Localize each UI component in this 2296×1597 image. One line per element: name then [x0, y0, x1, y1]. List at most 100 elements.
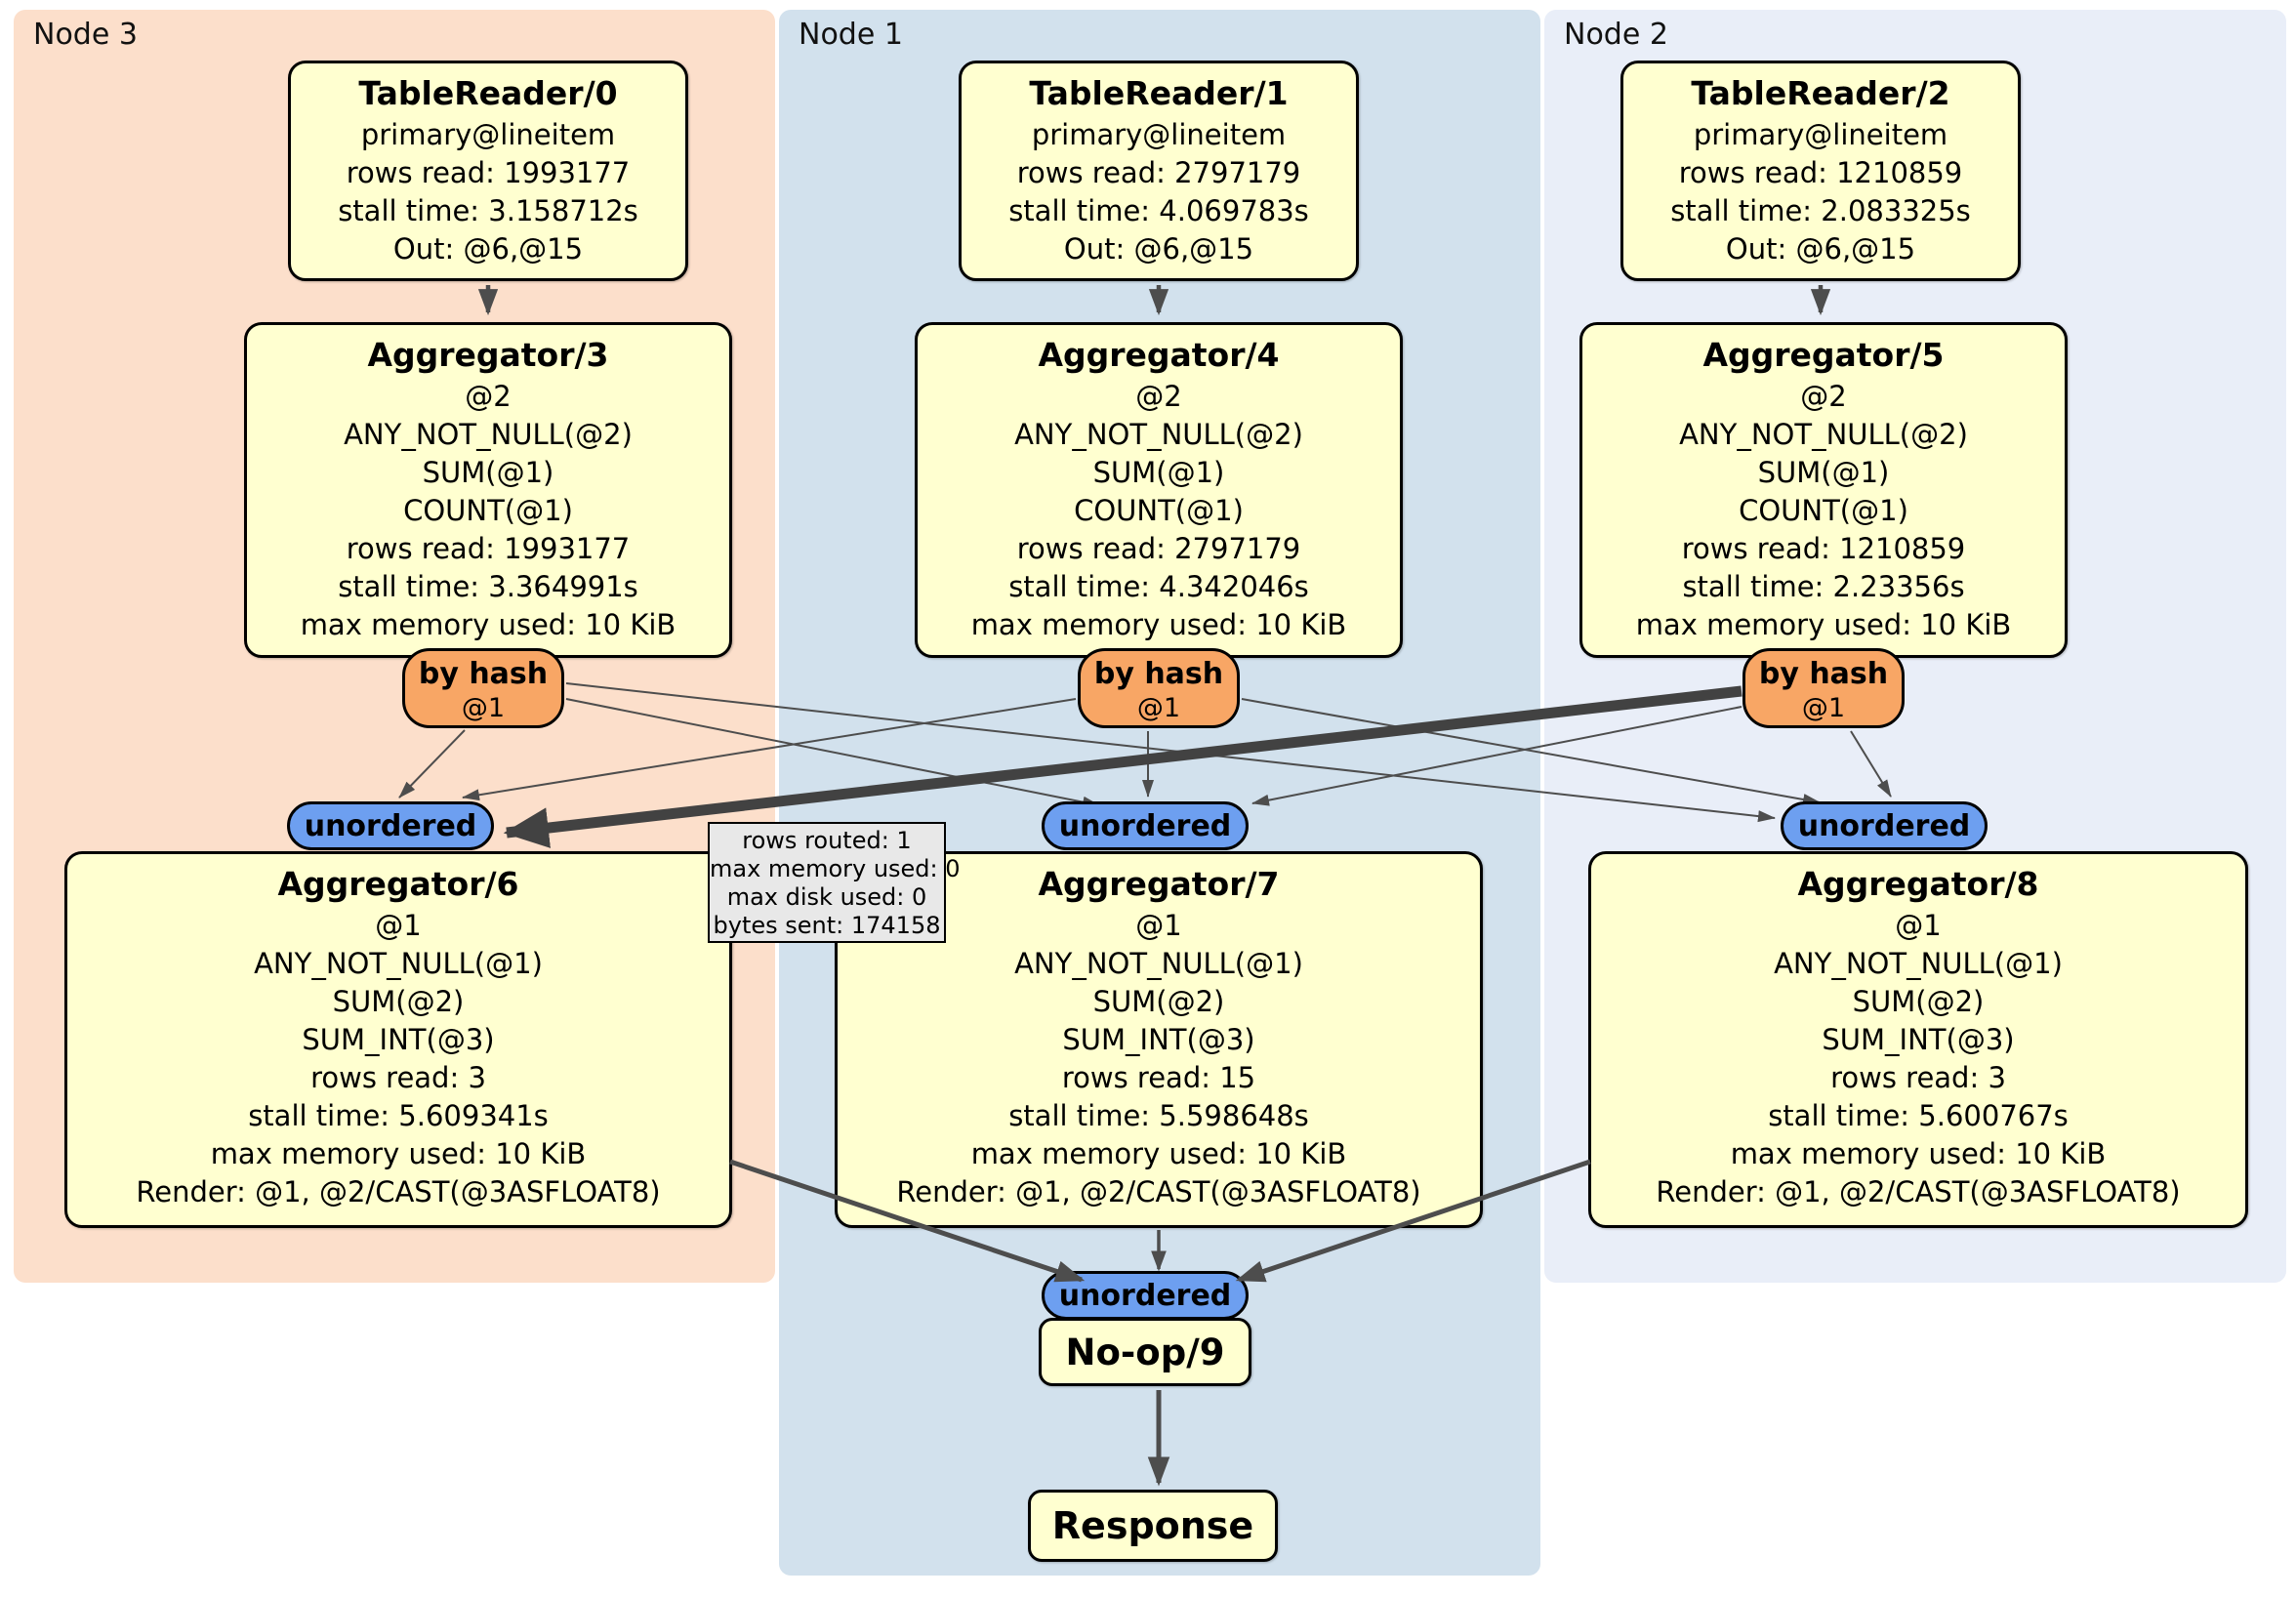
processor-line: Render: @1, @2/CAST(@3ASFLOAT8) [896, 1175, 1421, 1208]
noop9-box[interactable]: No-op/9 [1039, 1318, 1251, 1386]
processor-line: ANY_NOT_NULL(@2) [344, 418, 633, 451]
processor-title: TableReader/1 [1029, 74, 1289, 112]
tablereader1-box[interactable]: TableReader/1 primary@lineitem rows read… [959, 61, 1359, 281]
processor-line: stall time: 5.598648s [1008, 1099, 1309, 1132]
processor-line: SUM(@1) [1092, 456, 1225, 489]
edge-router2-to-sync3-thick[interactable] [503, 685, 1742, 848]
node2-label: Node 2 [1564, 18, 1668, 52]
processor-line: stall time: 2.23356s [1682, 570, 1965, 603]
processor-line: SUM_INT(@3) [1062, 1023, 1255, 1056]
processor-line: ANY_NOT_NULL(@2) [1679, 418, 1968, 451]
processor-line: Out: @6,@15 [1725, 232, 1916, 266]
edge-router3-to-sync2[interactable] [565, 682, 1776, 823]
edge-router3-to-sync1[interactable] [565, 698, 1100, 808]
processor-line: stall time: 3.158712s [338, 194, 638, 227]
tablereader0-box[interactable]: TableReader/0 primary@lineitem rows read… [288, 61, 688, 281]
processor-line: stall time: 3.364991s [338, 570, 638, 603]
processor-title: TableReader/2 [1691, 74, 1950, 112]
edge-router2-to-sync2[interactable] [1850, 730, 1892, 798]
processor-line: @2 [465, 380, 512, 413]
edge-router1-to-sync2[interactable] [1241, 698, 1821, 805]
processor-line: primary@lineitem [1693, 118, 1948, 151]
processor-line: @1 [1135, 909, 1182, 942]
processor-line: max memory used: 10 KiB [970, 1137, 1347, 1170]
processor-line: @1 [1895, 909, 1942, 942]
router-arg: @1 [1801, 693, 1846, 723]
aggregator3-box[interactable]: Aggregator/3 @2 ANY_NOT_NULL(@2) SUM(@1)… [244, 322, 732, 658]
processor-line: SUM(@2) [1852, 985, 1985, 1018]
processor-title: Aggregator/4 [1038, 336, 1280, 374]
tooltip-line: max disk used: 0 [726, 883, 927, 911]
processor-line: stall time: 4.342046s [1008, 570, 1309, 603]
processor-line: Render: @1, @2/CAST(@3ASFLOAT8) [136, 1175, 661, 1208]
tablereader2-box[interactable]: TableReader/2 primary@lineitem rows read… [1620, 61, 2021, 281]
processor-title: Aggregator/6 [277, 865, 519, 903]
processor-line: Render: @1, @2/CAST(@3ASFLOAT8) [1656, 1175, 2181, 1208]
processor-line: ANY_NOT_NULL(@1) [1774, 947, 2063, 980]
edge-router1-to-sync3[interactable] [462, 698, 1077, 801]
edge-router3-to-sync3[interactable] [398, 729, 466, 798]
router-label: by hash [418, 657, 549, 691]
router-byhash-node1[interactable]: by hash @1 [1078, 648, 1240, 728]
processor-line: COUNT(@1) [403, 494, 573, 527]
processor-line: COUNT(@1) [1739, 494, 1908, 527]
sync-unordered-final[interactable]: unordered [1042, 1271, 1249, 1320]
processor-line: max memory used: 10 KiB [1635, 608, 2012, 641]
processor-line: max memory used: 10 KiB [300, 608, 676, 641]
processor-line: SUM(@2) [1092, 985, 1225, 1018]
processor-line: rows read: 1210859 [1681, 532, 1966, 565]
aggregator8-box[interactable]: Aggregator/8 @1 ANY_NOT_NULL(@1) SUM(@2)… [1588, 851, 2248, 1228]
processor-title: Aggregator/5 [1702, 336, 1945, 374]
processor-line: Out: @6,@15 [392, 232, 584, 266]
aggregator5-box[interactable]: Aggregator/5 @2 ANY_NOT_NULL(@2) SUM(@1)… [1579, 322, 2068, 658]
processor-line: rows read: 2797179 [1016, 532, 1301, 565]
processor-line: Out: @6,@15 [1063, 232, 1254, 266]
processor-title: Aggregator/3 [367, 336, 609, 374]
aggregator6-box[interactable]: Aggregator/6 @1 ANY_NOT_NULL(@1) SUM(@2)… [64, 851, 732, 1228]
processor-title: Aggregator/7 [1038, 865, 1280, 903]
processor-line: rows read: 3 [310, 1061, 486, 1094]
tooltip-line: rows routed: 1 [742, 827, 912, 854]
node3-label: Node 3 [33, 18, 138, 52]
processor-line: @2 [1135, 380, 1182, 413]
processor-line: rows read: 1993177 [346, 532, 631, 565]
processor-line: primary@lineitem [360, 118, 616, 151]
processor-line: ANY_NOT_NULL(@1) [1014, 947, 1303, 980]
processor-line: rows read: 15 [1061, 1061, 1256, 1094]
processor-line: @2 [1800, 380, 1847, 413]
router-label: by hash [1758, 657, 1889, 691]
processor-line: SUM_INT(@3) [1822, 1023, 2015, 1056]
tooltip-line: max memory used: 0 [710, 855, 961, 882]
processor-line: SUM(@1) [422, 456, 554, 489]
processor-line: rows read: 3 [1830, 1061, 2006, 1094]
processor-line: rows read: 1993177 [346, 156, 631, 189]
processor-line: stall time: 4.069783s [1008, 194, 1309, 227]
processor-line: max memory used: 10 KiB [1730, 1137, 2107, 1170]
sync-unordered-node1[interactable]: unordered [1042, 801, 1249, 850]
processor-title: TableReader/0 [358, 74, 618, 112]
processor-line: primary@lineitem [1031, 118, 1287, 151]
response-box[interactable]: Response [1028, 1490, 1278, 1562]
processor-line: rows read: 1210859 [1678, 156, 1963, 189]
sync-unordered-node2[interactable]: unordered [1781, 801, 1988, 850]
node1-label: Node 1 [799, 18, 903, 52]
processor-line: max memory used: 10 KiB [970, 608, 1347, 641]
router-byhash-node3[interactable]: by hash @1 [402, 648, 564, 728]
sync-unordered-node3[interactable]: unordered [287, 801, 494, 850]
processor-line: ANY_NOT_NULL(@1) [254, 947, 543, 980]
router-arg: @1 [461, 693, 506, 723]
tooltip-line: bytes sent: 174158 [713, 912, 941, 939]
router-byhash-node2[interactable]: by hash @1 [1742, 648, 1905, 728]
router-arg: @1 [1136, 693, 1181, 723]
edge-router2-to-sync1[interactable] [1251, 706, 1742, 806]
processor-line: ANY_NOT_NULL(@2) [1014, 418, 1303, 451]
processor-line: stall time: 2.083325s [1670, 194, 1971, 227]
processor-line: SUM_INT(@3) [302, 1023, 495, 1056]
processor-line: COUNT(@1) [1074, 494, 1244, 527]
processor-line: @1 [375, 909, 422, 942]
router-label: by hash [1093, 657, 1224, 691]
processor-line: stall time: 5.609341s [248, 1099, 549, 1132]
aggregator4-box[interactable]: Aggregator/4 @2 ANY_NOT_NULL(@2) SUM(@1)… [915, 322, 1403, 658]
